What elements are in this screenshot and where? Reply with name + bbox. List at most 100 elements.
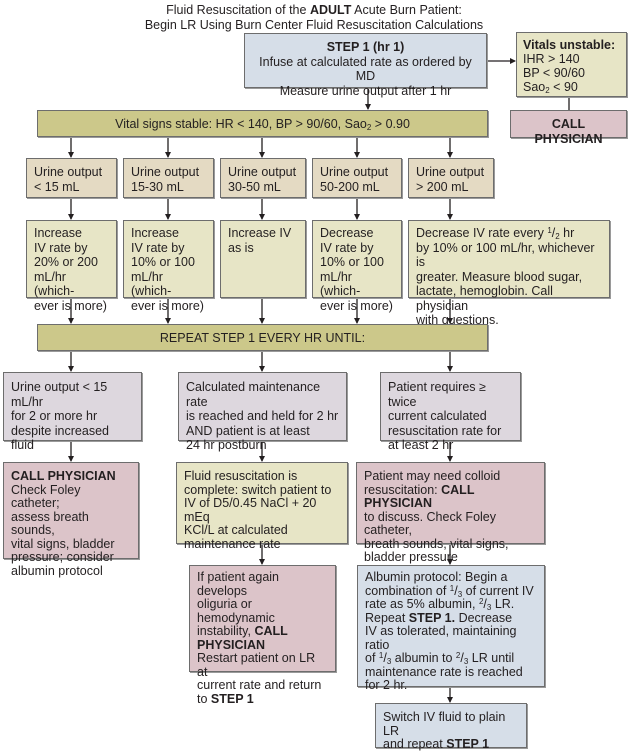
action-text: Decrease: [320, 226, 374, 240]
step1-text: Measure urine output after 1 hr: [279, 83, 452, 98]
call-physician-text: Check Foley catheter;: [11, 482, 81, 510]
sao-subscript: 2: [366, 123, 372, 132]
fraction-denominator: 3: [463, 657, 469, 666]
colloid-text: resuscitation:: [364, 482, 442, 497]
action-text: Increase: [131, 226, 179, 240]
vitals-stable-text: Vital signs stable: HR < 140, BP > 90/60…: [115, 117, 367, 131]
fluid-complete-text: complete: switch patient to: [184, 482, 332, 497]
action-text: hr: [559, 226, 575, 240]
condition-box: Calculated maintenance rate is reached a…: [178, 372, 347, 452]
oliguria-text: instability,: [197, 624, 255, 638]
call-physician-heading: CALL PHYSICIAN: [11, 469, 116, 483]
albumin-text: IV as tolerated, maintaining ratio: [365, 624, 517, 652]
switch-text: and repeat STEP 1: [383, 737, 519, 752]
albumin-text: Albumin protocol: Begin a: [365, 570, 508, 584]
fluid-complete-text: maintenance rate: [184, 536, 281, 551]
action-text: by 10% or 100 mL/hr, whichever is: [416, 240, 595, 270]
condition-text: for 2 or more hr: [11, 409, 98, 423]
urine-range: > 200 mL: [416, 179, 469, 194]
step1-box: STEP 1 (hr 1) Infuse at calculated rate …: [244, 33, 487, 98]
colloid-text: to discuss. Check Foley catheter,: [364, 509, 496, 537]
call-physician-text: pressure; consider: [11, 550, 114, 564]
action-box: Increase IV rate by 10% or 100 mL/hr (wh…: [123, 220, 214, 313]
urine-output-box: Urine output 50-200 mL: [312, 158, 402, 198]
albumin-text: of current IV: [462, 583, 534, 598]
urine-range: < 15 mL: [34, 179, 80, 194]
fraction-numerator: 2: [455, 651, 461, 660]
fraction-numerator: 2: [478, 597, 484, 606]
condition-text: Patient requires ≥ twice: [388, 380, 486, 409]
step1-text: Infuse at calculated rate as ordered by …: [259, 54, 472, 84]
fraction-numerator: 1: [378, 651, 384, 660]
fluid-complete-text: KCl/L at calculated: [184, 523, 288, 537]
action-text: 20% or 200: [34, 255, 98, 269]
action-text: Increase: [34, 226, 82, 240]
action-text: lactate, hemoglobin. Call physician: [416, 284, 553, 313]
call-physician-left-box: CALL PHYSICIAN Check Foley catheter; ass…: [3, 462, 139, 577]
call-physician-text: albumin protocol: [11, 563, 103, 578]
call-physician-emphasis: CALL PHYSICIAN: [364, 482, 475, 510]
step1-emphasis: STEP 1: [210, 691, 254, 706]
action-text: IV rate by: [34, 240, 88, 255]
urine-output-box: Urine output < 15 mL: [26, 158, 117, 198]
call-physician-label: CALL PHYSICIAN: [534, 117, 603, 146]
call-physician-top-box: CALL PHYSICIAN: [510, 110, 627, 146]
urine-range: 15-30 mL: [131, 179, 184, 194]
action-text: greater. Measure blood sugar,: [416, 269, 583, 284]
vitals-stable-banner: Vital signs stable: HR < 140, BP > 90/60…: [37, 110, 488, 137]
oliguria-text: oliguria or hemodynamic: [197, 597, 275, 625]
step1-emphasis: STEP 1: [446, 737, 490, 751]
action-text: ever is more): [34, 298, 107, 313]
fraction-denominator: 2: [555, 232, 560, 241]
call-physician-emphasis: PHYSICIAN: [197, 637, 266, 652]
action-text: as is: [228, 240, 254, 255]
colloid-text: breath sounds, vital signs,: [364, 536, 509, 551]
condition-text: Calculated maintenance rate: [186, 380, 321, 409]
repeat-banner-text: REPEAT STEP 1 EVERY HR UNTIL:: [159, 331, 366, 345]
flowchart-title: Fluid Resuscitation of the ADULT Acute B…: [0, 3, 628, 33]
albumin-text: albumin to: [391, 651, 456, 665]
action-text: mL/hr (which-: [131, 269, 172, 299]
action-text: mL/hr (which-: [320, 269, 361, 299]
condition-box: Patient requires ≥ twice current calcula…: [380, 372, 521, 452]
urine-output-box: Urine output 15-30 mL: [123, 158, 214, 198]
title-text: Fluid Resuscitation of the: [166, 3, 310, 17]
albumin-text: Repeat: [365, 610, 409, 625]
oliguria-box: If patient again develops oliguria or he…: [189, 565, 336, 705]
action-text: ever is more): [320, 298, 393, 313]
albumin-text: Decrease: [455, 610, 513, 625]
action-box: Increase IV as is: [220, 220, 306, 298]
call-physician-emphasis: CALL: [254, 624, 288, 638]
colloid-text: resuscitation: CALL PHYSICIAN: [364, 482, 537, 511]
albumin-text: rate as 5% albumin, 2/3 LR.: [365, 597, 515, 612]
oliguria-text: instability, CALL: [197, 624, 328, 639]
sao-text: < 90: [549, 80, 578, 94]
albumin-text: combination of 1/3 of current IV: [365, 583, 534, 599]
colloid-text: Patient may need colloid: [364, 469, 501, 483]
albumin-text: LR until: [468, 651, 515, 665]
urine-label: Urine output: [228, 165, 297, 179]
condition-text: 24 hr postburn: [186, 438, 267, 452]
albumin-text: maintenance rate is reached: [365, 664, 523, 679]
albumin-text: of: [365, 651, 379, 665]
action-box: Increase IV rate by 20% or 200 mL/hr (wh…: [26, 220, 117, 313]
oliguria-text: to STEP 1: [197, 691, 328, 707]
condition-text: Urine output < 15 mL/hr: [11, 380, 108, 409]
colloid-text: bladder pressure: [364, 550, 458, 564]
vitals-hr: IHR > 140: [523, 52, 580, 66]
urine-label: Urine output: [416, 165, 485, 179]
repeat-step1-banner: REPEAT STEP 1 EVERY HR UNTIL:: [37, 324, 488, 351]
condition-text: despite increased fluid: [11, 423, 109, 453]
albumin-text: of 1/3 albumin to 2/3 LR until: [365, 651, 515, 666]
condition-text: at least 2 hr: [388, 438, 454, 452]
fluid-complete-box: Fluid resuscitation is complete: switch …: [176, 462, 348, 550]
call-physician-text: assess breath sounds,: [11, 509, 89, 537]
switch-iv-box: Switch IV fluid to plain LR and repeat S…: [375, 703, 527, 751]
fraction-numerator: 1: [449, 583, 455, 593]
vitals-bp: BP < 90/60: [523, 66, 585, 80]
albumin-text: for 2 hr.: [365, 678, 408, 692]
title-text: Acute Burn Patient:: [351, 3, 462, 17]
fluid-complete-text: IV of D5/0.45 NaCl + 20 mEq: [184, 496, 317, 524]
urine-output-box: Urine output > 200 mL: [408, 158, 494, 198]
urine-output-box: Urine output 30-50 mL: [220, 158, 306, 198]
